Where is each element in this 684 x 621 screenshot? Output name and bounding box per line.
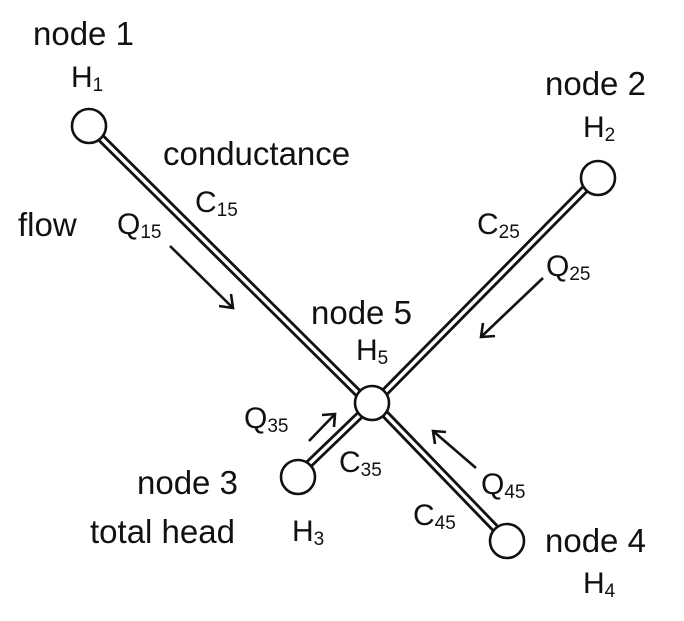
head-5-label: H5 bbox=[356, 334, 388, 369]
flow-15-arrow bbox=[169, 245, 235, 310]
pipe-1-5 bbox=[97, 134, 367, 402]
conductance-45-label: C45 bbox=[413, 499, 456, 534]
flow-15-label: Q15 bbox=[117, 208, 161, 243]
conductance-15-label: C15 bbox=[195, 186, 238, 221]
pipe-1-5-inner bbox=[99, 136, 365, 400]
flow-25-label: Q25 bbox=[546, 250, 590, 285]
head-3-label: H3 bbox=[292, 515, 324, 550]
flow-annotation: flow bbox=[18, 206, 77, 243]
node-5-circle bbox=[353, 384, 391, 422]
node-4-label: node 4 bbox=[545, 522, 646, 559]
node-2-circle bbox=[579, 159, 617, 197]
node-2-label: node 2 bbox=[545, 65, 646, 102]
conductance-35-label: C35 bbox=[339, 446, 382, 481]
node-1-circle bbox=[70, 107, 108, 145]
flow-45-arrow bbox=[431, 429, 477, 469]
conductance-annotation: conductance bbox=[163, 135, 350, 172]
head-2-label: H2 bbox=[583, 111, 615, 146]
flow-45-label: Q45 bbox=[481, 468, 525, 503]
pipe-4-5 bbox=[380, 409, 499, 532]
head-4-label: H4 bbox=[583, 567, 616, 602]
flow-25-arrow bbox=[479, 277, 544, 339]
node-3-label: node 3 bbox=[137, 464, 238, 501]
node-3-circle bbox=[279, 458, 317, 496]
pipe-4-5-inner bbox=[382, 411, 497, 530]
pipe-2-5-inner bbox=[381, 184, 590, 396]
pipe-2-5 bbox=[379, 182, 592, 398]
node-4-circle bbox=[488, 522, 526, 560]
flow-35-arrow bbox=[308, 412, 337, 442]
head-1-label: H1 bbox=[71, 61, 103, 96]
total-head-annotation: total head bbox=[90, 513, 235, 550]
node-5-label: node 5 bbox=[311, 294, 412, 331]
pipe-3-5 bbox=[304, 409, 366, 469]
flow-35-label: Q35 bbox=[244, 402, 288, 437]
conductance-25-label: C25 bbox=[477, 208, 520, 243]
pipe-3-5-inner bbox=[306, 411, 364, 467]
node-1-label: node 1 bbox=[33, 15, 134, 52]
